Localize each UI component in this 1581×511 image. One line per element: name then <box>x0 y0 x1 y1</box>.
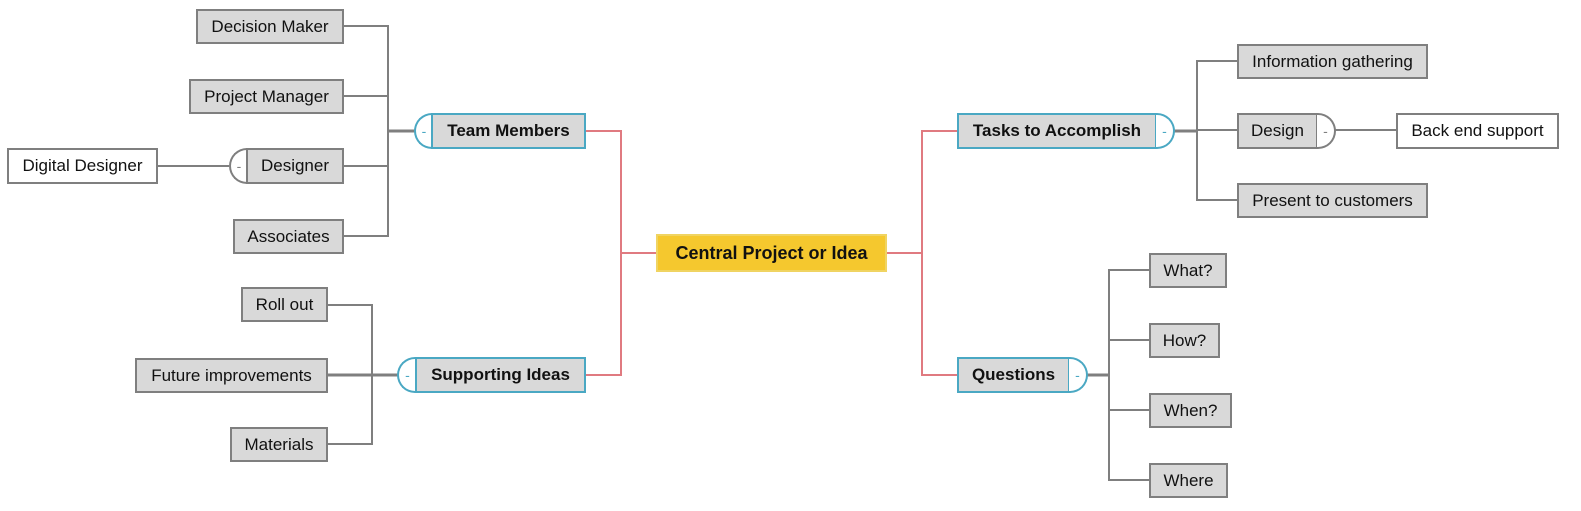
subtopic-where[interactable]: Where <box>1149 463 1228 498</box>
subtopic-designer[interactable]: Designer <box>246 148 344 184</box>
subtopic-future-improvements[interactable]: Future improvements <box>135 358 328 393</box>
subtopic-what[interactable]: What? <box>1149 253 1227 288</box>
topic-tasks-to-accomplish[interactable]: Tasks to Accomplish <box>957 113 1157 149</box>
subtopic-associates[interactable]: Associates <box>233 219 344 254</box>
subtopic-present-to-customers[interactable]: Present to customers <box>1237 183 1428 218</box>
central-topic[interactable]: Central Project or Idea <box>656 234 887 272</box>
topic-questions[interactable]: Questions <box>957 357 1070 393</box>
subtopic-information-gathering[interactable]: Information gathering <box>1237 44 1428 79</box>
central-topic-label: Central Project or Idea <box>675 242 868 263</box>
subtopic-materials[interactable]: Materials <box>230 427 328 462</box>
subtopic-when[interactable]: When? <box>1149 393 1232 428</box>
subtopic-how[interactable]: How? <box>1149 323 1220 358</box>
subtopic-project-manager[interactable]: Project Manager <box>189 79 344 114</box>
topic-team-members[interactable]: Team Members <box>431 113 586 149</box>
subtopic-design[interactable]: Design <box>1237 113 1318 149</box>
subtopic-back-end-support[interactable]: Back end support <box>1396 113 1559 149</box>
topic-supporting-ideas[interactable]: Supporting Ideas <box>415 357 586 393</box>
subtopic-roll-out[interactable]: Roll out <box>241 287 328 322</box>
subtopic-decision-maker[interactable]: Decision Maker <box>196 9 344 44</box>
subtopic-digital-designer[interactable]: Digital Designer <box>7 148 158 184</box>
